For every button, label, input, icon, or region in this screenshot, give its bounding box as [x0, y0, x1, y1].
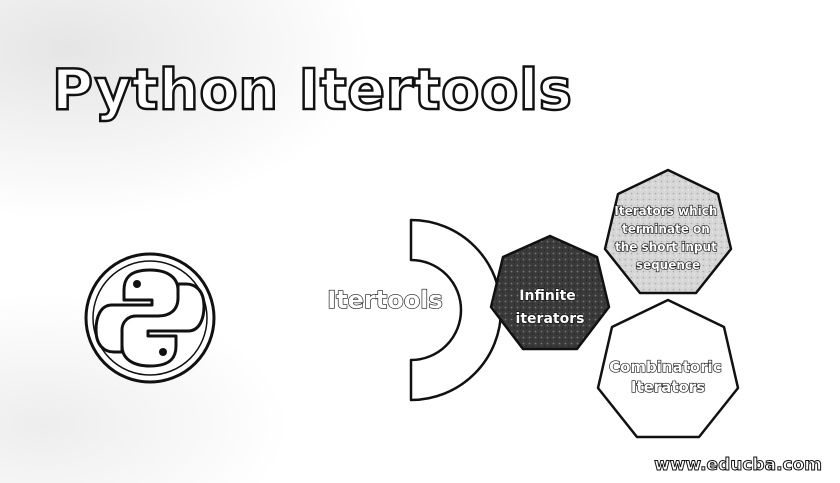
node-label-line: Infinite: [519, 288, 576, 304]
node-label-line: iterators: [516, 311, 585, 327]
node-terminating-iterators-shape: [603, 168, 733, 295]
node-combinatoric-iterators-shape: [596, 298, 740, 439]
node-infinite-iterators-shape: [489, 234, 611, 351]
node-label-line: Iterators which: [614, 204, 717, 218]
python-logo-icon: [84, 252, 216, 384]
node-label-line: the short input: [615, 240, 717, 254]
center-label: Itertools: [327, 286, 442, 314]
node-terminating-iterators-label: Iterators which terminate on the short i…: [614, 204, 721, 272]
node-label-line: Combinatoric: [609, 358, 722, 376]
node-infinite-iterators-label: Infinite iterators: [516, 288, 585, 327]
node-label-line: terminate on: [622, 222, 710, 236]
footer-url: www.educba.com: [654, 455, 823, 476]
page-title: Python Itertools: [51, 57, 574, 125]
itertools-arc-shape: [409, 218, 503, 402]
node-combinatoric-iterators-label: Combinatoric Iterators: [609, 358, 727, 396]
node-label-line: sequence: [636, 258, 700, 272]
node-label-line: Iterators: [631, 378, 705, 396]
